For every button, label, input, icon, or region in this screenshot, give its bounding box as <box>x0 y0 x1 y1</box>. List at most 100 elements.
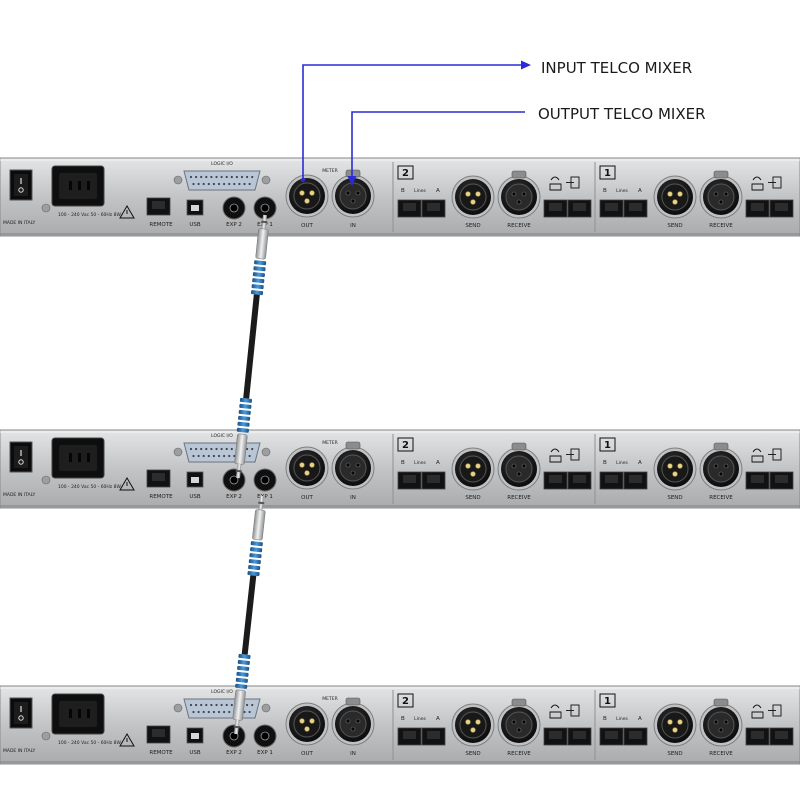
logic-io-label: LOGIC I/O <box>211 689 233 695</box>
remote-label: REMOTE <box>149 494 173 500</box>
line1-receive-xlr <box>699 698 743 747</box>
screw-icon <box>41 731 51 741</box>
line1-phone-ports <box>745 471 794 490</box>
line1-phone-icon <box>751 176 764 191</box>
in-xlr-connector <box>331 441 375 490</box>
line1-receive-xlr <box>699 170 743 219</box>
line1-send-xlr <box>653 703 697 747</box>
expansion-cable-upper <box>234 214 269 479</box>
line2-number: 2 <box>402 440 409 451</box>
meter-label: METER <box>322 168 337 174</box>
line2-phone-icon <box>549 176 562 191</box>
power-inlet <box>51 437 105 479</box>
made-in-label: MADE IN ITALY <box>3 748 36 754</box>
line1-receive-label: RECEIVE <box>709 495 733 501</box>
exp2-label: EXP 2 <box>226 494 242 500</box>
warning-icon <box>119 205 135 219</box>
line2-lines-ports <box>397 727 446 746</box>
output-telco-mixer-label: OUTPUT TELCO MIXER <box>538 105 706 123</box>
exp2-jack <box>222 468 246 492</box>
line2-a-label: A <box>436 716 440 722</box>
exp1-label: EXP 1 <box>257 494 273 500</box>
output-arrow-line <box>351 111 525 176</box>
line1-phone-icon <box>751 448 764 463</box>
line1-send-label: SEND <box>667 223 682 229</box>
exp1-jack <box>253 196 277 220</box>
line2-b-label: B <box>401 716 405 722</box>
power-rating-label: 100 - 240 Vac 50 - 60Hz 8W <box>58 740 121 746</box>
line1-phone-icon <box>751 704 764 719</box>
input-arrow-line <box>302 64 522 178</box>
out-label: OUT <box>301 495 313 501</box>
warning-icon <box>119 477 135 491</box>
input-arrow-origin <box>300 177 306 183</box>
screw-icon <box>41 203 51 213</box>
exp2-jack <box>222 724 246 748</box>
line2-send-label: SEND <box>465 495 480 501</box>
exp2-jack <box>222 196 246 220</box>
usb-port <box>186 727 204 744</box>
input-telco-mixer-label: INPUT TELCO MIXER <box>541 59 692 77</box>
line2-send-label: SEND <box>465 223 480 229</box>
out-xlr-connector <box>285 174 329 218</box>
line1-lines-ports <box>599 199 648 218</box>
remote-label: REMOTE <box>149 222 173 228</box>
exp2-label: EXP 2 <box>226 222 242 228</box>
logic-io-connector <box>173 698 271 719</box>
screw-icon <box>41 475 51 485</box>
line2-send-xlr <box>451 447 495 491</box>
line1-handset-icon <box>768 176 782 189</box>
made-in-label: MADE IN ITALY <box>3 492 36 498</box>
meter-label: METER <box>322 696 337 702</box>
line1-receive-label: RECEIVE <box>709 751 733 757</box>
line2-handset-icon <box>566 448 580 461</box>
usb-label: USB <box>189 750 201 756</box>
line1-b-label: B <box>603 460 607 466</box>
in-label: IN <box>350 495 356 501</box>
in-label: IN <box>350 751 356 757</box>
line2-handset-icon <box>566 176 580 189</box>
exp1-jack <box>253 724 277 748</box>
line2-lines-ports <box>397 199 446 218</box>
line1-send-xlr <box>653 175 697 219</box>
line2-handset-icon <box>566 704 580 717</box>
warning-icon <box>119 733 135 747</box>
out-label: OUT <box>301 751 313 757</box>
line2-receive-label: RECEIVE <box>507 495 531 501</box>
output-arrow-head <box>347 176 357 186</box>
line1-send-label: SEND <box>667 751 682 757</box>
line1-phone-ports <box>745 727 794 746</box>
line1-number: 1 <box>604 696 611 707</box>
in-label: IN <box>350 223 356 229</box>
remote-port <box>146 197 171 216</box>
line1-send-label: SEND <box>667 495 682 501</box>
out-xlr-connector <box>285 446 329 490</box>
line2-phone-icon <box>549 704 562 719</box>
usb-port <box>186 199 204 216</box>
line2-phone-ports <box>543 199 592 218</box>
line2-phone-icon <box>549 448 562 463</box>
logic-io-connector <box>173 170 271 191</box>
line2-a-label: A <box>436 188 440 194</box>
line1-lines-label: Lines <box>616 188 628 194</box>
line2-lines-label: Lines <box>414 188 426 194</box>
line1-b-label: B <box>603 188 607 194</box>
line1-a-label: A <box>638 460 642 466</box>
line2-send-xlr <box>451 175 495 219</box>
line1-b-label: B <box>603 716 607 722</box>
logic-io-label: LOGIC I/O <box>211 161 233 167</box>
line1-number: 1 <box>604 440 611 451</box>
power-inlet <box>51 165 105 207</box>
logic-io-connector <box>173 442 271 463</box>
line2-a-label: A <box>436 460 440 466</box>
line2-b-label: B <box>401 460 405 466</box>
usb-port <box>186 471 204 488</box>
line1-lines-label: Lines <box>616 460 628 466</box>
line1-receive-xlr <box>699 442 743 491</box>
line1-phone-ports <box>745 199 794 218</box>
line1-a-label: A <box>638 716 642 722</box>
usb-label: USB <box>189 494 201 500</box>
line2-receive-xlr <box>497 442 541 491</box>
remote-port <box>146 469 171 488</box>
